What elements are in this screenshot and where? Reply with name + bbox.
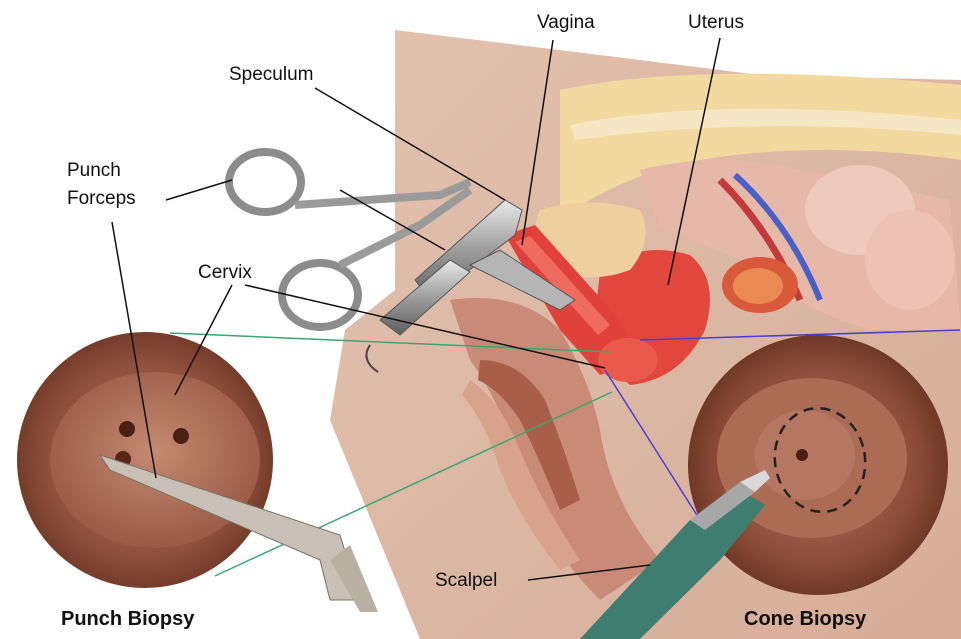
vagina-label: Vagina — [537, 12, 595, 34]
punch-forceps-label-line2: Forceps — [67, 188, 136, 210]
punch-biopsy-caption: Punch Biopsy — [61, 608, 194, 631]
uterus-label: Uterus — [688, 12, 744, 34]
scalpel-label: Scalpel — [435, 570, 497, 592]
cone-biopsy-view — [688, 335, 948, 595]
cone-biopsy-caption: Cone Biopsy — [744, 608, 866, 631]
speculum-label: Speculum — [229, 64, 314, 86]
punch-biopsy-view — [17, 332, 378, 612]
cervix-label: Cervix — [198, 262, 252, 284]
punch-forceps-label-line1: Punch — [67, 160, 121, 182]
